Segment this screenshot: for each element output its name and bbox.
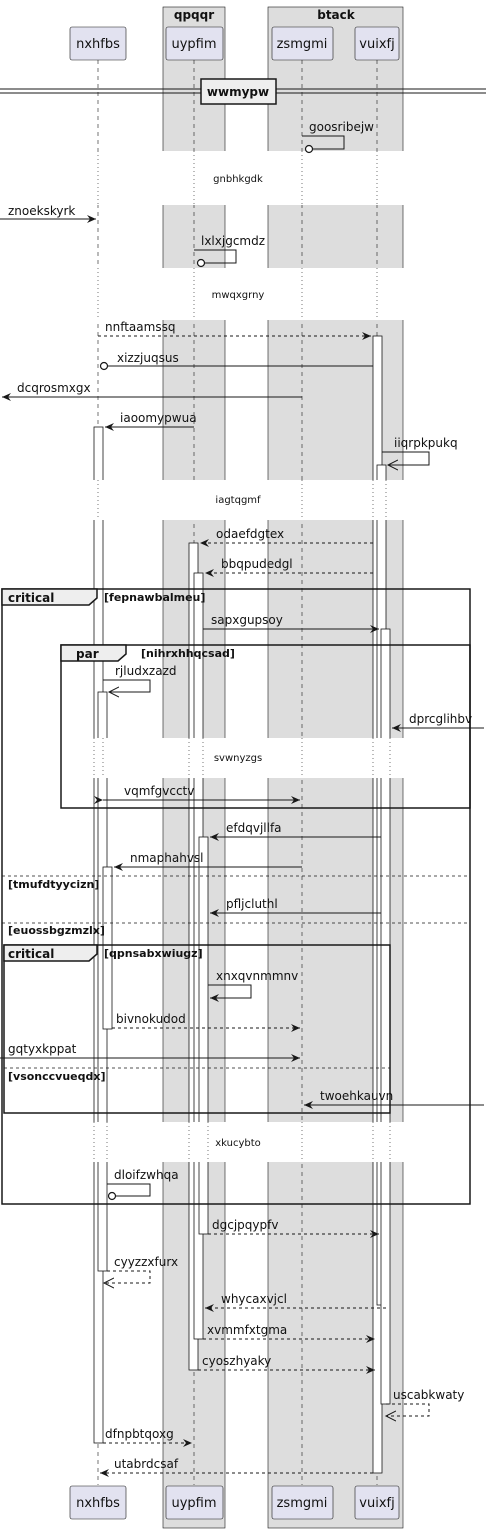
box-btack-title: btack — [317, 8, 356, 22]
participant-uypfim[interactable]: uypfim — [165, 26, 224, 61]
participant-zsmgmi[interactable]: zsmgmi — [271, 26, 334, 61]
message-label: vqmfgvcctv — [124, 784, 194, 798]
participant-headers: nxhfbs uypfim zsmgmi vuixfj — [69, 26, 400, 61]
message-arrow — [386, 1403, 430, 1416]
fragment-keyword: critical — [8, 591, 54, 605]
activations — [93, 335, 391, 1474]
message-arrow — [302, 135, 345, 154]
separator-title: wwmypw — [207, 85, 269, 99]
message-label: goosribejw — [309, 120, 374, 134]
message-arrow — [104, 1270, 151, 1283]
message-label: dloifzwhqa — [114, 1168, 179, 1182]
message-label: efdqvjllfa — [226, 821, 282, 835]
fragment-keyword: par — [76, 647, 99, 661]
fragment-condition: [qpnsabxwiugz] — [104, 947, 203, 960]
fragment-else-condition: [tmufdtyycizn] — [8, 878, 99, 891]
message-label: xvmmfxtgma — [207, 1323, 287, 1337]
participant-label: nxhfbs — [76, 37, 120, 52]
message-label: uscabkwaty — [393, 1388, 464, 1402]
separator: wwmypw — [0, 78, 486, 105]
fragment-else-condition: [vsonccvueqdx] — [8, 1070, 106, 1083]
message-label: dfnpbtqoxg — [105, 1427, 174, 1441]
message-label: odaefdgtex — [216, 527, 284, 541]
message-label: bivnokudod — [116, 1012, 186, 1026]
fragment-outer-critical — [1, 588, 471, 1205]
participant-label: uypfim — [171, 37, 216, 52]
box-qpqqr-title: qpqqr — [174, 8, 214, 22]
message-label: lxlxjgcmdz — [201, 234, 265, 248]
participant-label: nxhfbs — [76, 1496, 120, 1511]
messages — [0, 135, 484, 1477]
message-label: utabrdcsaf — [114, 1457, 179, 1471]
message-label: pfljcluthl — [226, 897, 278, 911]
divider-label: svwnyzgs — [214, 753, 262, 764]
message-labels: goosribejw znoekskyrk lxlxjgcmdz nnftaam… — [8, 120, 472, 1471]
message-arrow — [103, 679, 151, 692]
divider-label: gnbhkgdk — [213, 174, 263, 185]
fragment-condition: [fepnawbalmeu] — [104, 591, 205, 604]
message-label: nmaphahvsl — [130, 851, 204, 865]
participant-uypfim-footer[interactable]: uypfim — [165, 1485, 224, 1520]
message-label: iiqrpkpukq — [394, 436, 458, 450]
participant-footers: nxhfbs uypfim zsmgmi vuixfj — [69, 1485, 400, 1520]
message-label: xizzjuqsus — [117, 351, 179, 365]
fragment-par — [60, 644, 471, 809]
divider-label: mwqxgrny — [212, 290, 265, 301]
participant-vuixfj-footer[interactable]: vuixfj — [354, 1485, 400, 1520]
message-label: cyoszhyaky — [202, 1354, 271, 1368]
message-arrow — [208, 984, 252, 1002]
message-label: cyyzzxfurx — [114, 1255, 178, 1269]
message-label: znoekskyrk — [8, 204, 75, 218]
participant-vuixfj[interactable]: vuixfj — [354, 26, 400, 61]
fragment-condition: [nihrxhhqcsad] — [141, 647, 235, 660]
divider-label: xkucybto — [215, 1138, 261, 1149]
divider-gaps — [0, 151, 486, 1162]
message-label: twoehkauvn — [320, 1089, 393, 1103]
divider-label: iagtqgmf — [215, 495, 261, 506]
message-label: iaoomypwua — [120, 411, 197, 425]
participant-label: zsmgmi — [277, 37, 328, 52]
participant-nxhfbs-footer[interactable]: nxhfbs — [69, 1485, 127, 1520]
message-arrow — [194, 249, 237, 268]
message-label: xnxqvnmmnv — [216, 969, 298, 983]
fragment-else-condition: [euossbgzmzlx] — [8, 924, 105, 937]
message-label: whycaxvjcl — [221, 1292, 287, 1306]
fragment-keyword: critical — [8, 947, 54, 961]
message-label: gqtyxkppat — [8, 1042, 77, 1056]
activation-bar — [198, 836, 209, 1235]
message-label: dcqrosmxgx — [17, 381, 91, 395]
message-label: nnftaamssq — [105, 320, 175, 334]
participant-label: vuixfj — [359, 1496, 394, 1511]
participant-label: zsmgmi — [277, 1496, 328, 1511]
message-label: rjludxzazd — [115, 664, 177, 678]
participant-label: uypfim — [171, 1496, 216, 1511]
fragment-inner-critical — [3, 944, 391, 1114]
message-arrow — [107, 1183, 151, 1201]
participant-label: vuixfj — [359, 37, 394, 52]
message-label: dprcglihbv — [409, 712, 472, 726]
message-label: sapxgupsoy — [211, 613, 283, 627]
message-label: bbqpudedgl — [221, 557, 293, 571]
message-arrow — [382, 451, 430, 465]
participant-zsmgmi-footer[interactable]: zsmgmi — [271, 1485, 334, 1520]
message-label: dgcjpqypfv — [212, 1218, 278, 1232]
participant-nxhfbs[interactable]: nxhfbs — [69, 26, 127, 61]
activation-bar — [102, 866, 113, 1030]
